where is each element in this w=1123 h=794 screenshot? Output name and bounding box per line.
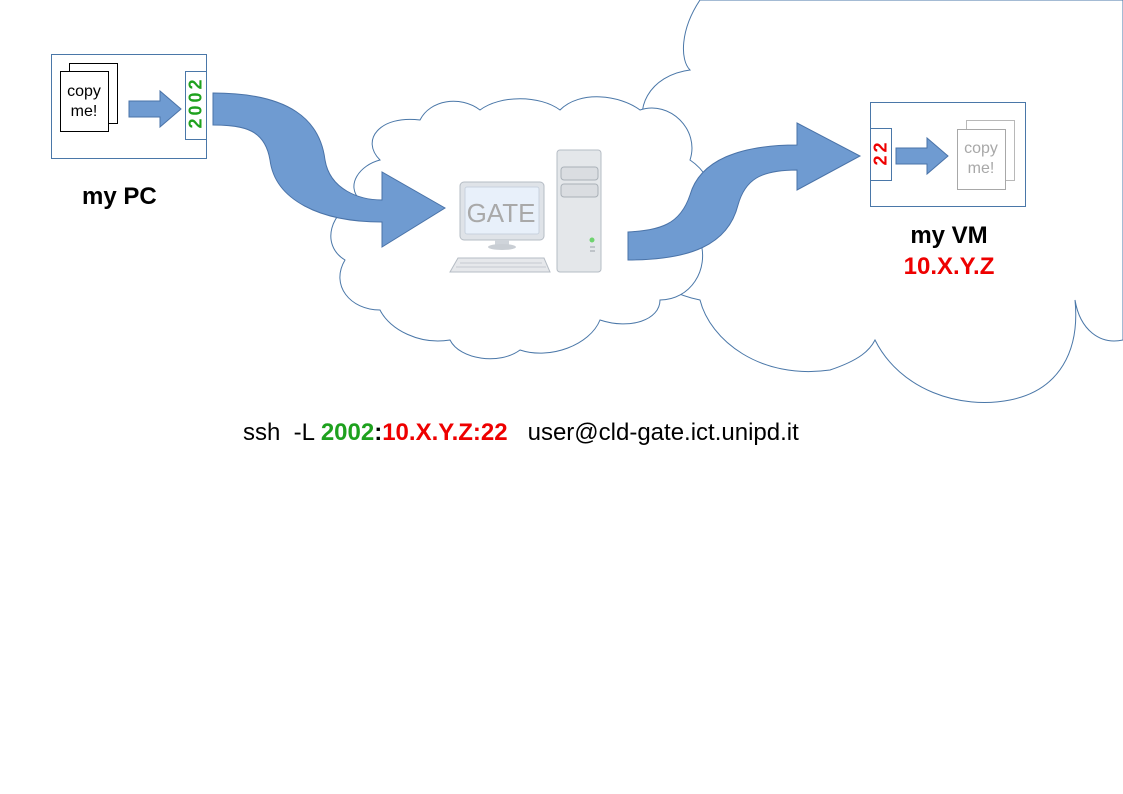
pc-document-front	[60, 71, 109, 132]
tunnel-arrow-right	[627, 122, 862, 261]
pc-small-arrow	[128, 89, 182, 129]
pc-label: my PC	[82, 183, 157, 210]
vm-small-arrow	[895, 136, 949, 176]
vm-label: my VM	[910, 222, 988, 249]
vm-document-text: copy me!	[964, 140, 998, 177]
vm-ip-address: 10.X.Y.Z	[903, 253, 995, 280]
pc-port-box	[185, 71, 207, 140]
cmd-prefix: ssh -L	[243, 419, 321, 446]
cmd-remote-target: 10.X.Y.Z:22	[382, 419, 508, 446]
vm-port-number: 22	[870, 139, 891, 166]
ssh-command: ssh -L 2002:10.X.Y.Z:22 user@cld-gate.ic…	[243, 419, 799, 447]
vm-port-box	[870, 128, 892, 181]
vm-document-front	[957, 129, 1006, 190]
tunnel-arrow-left	[212, 92, 446, 248]
cmd-colon: :	[374, 419, 383, 446]
gate-computer-icon	[449, 149, 602, 273]
pc-port-number: 2002	[185, 76, 206, 129]
pc-document-text: copy me!	[67, 83, 101, 120]
cmd-local-port: 2002	[320, 419, 375, 446]
gate-label: GATE	[466, 198, 536, 228]
cmd-suffix: user@cld-gate.ict.unipd.it	[507, 419, 799, 446]
